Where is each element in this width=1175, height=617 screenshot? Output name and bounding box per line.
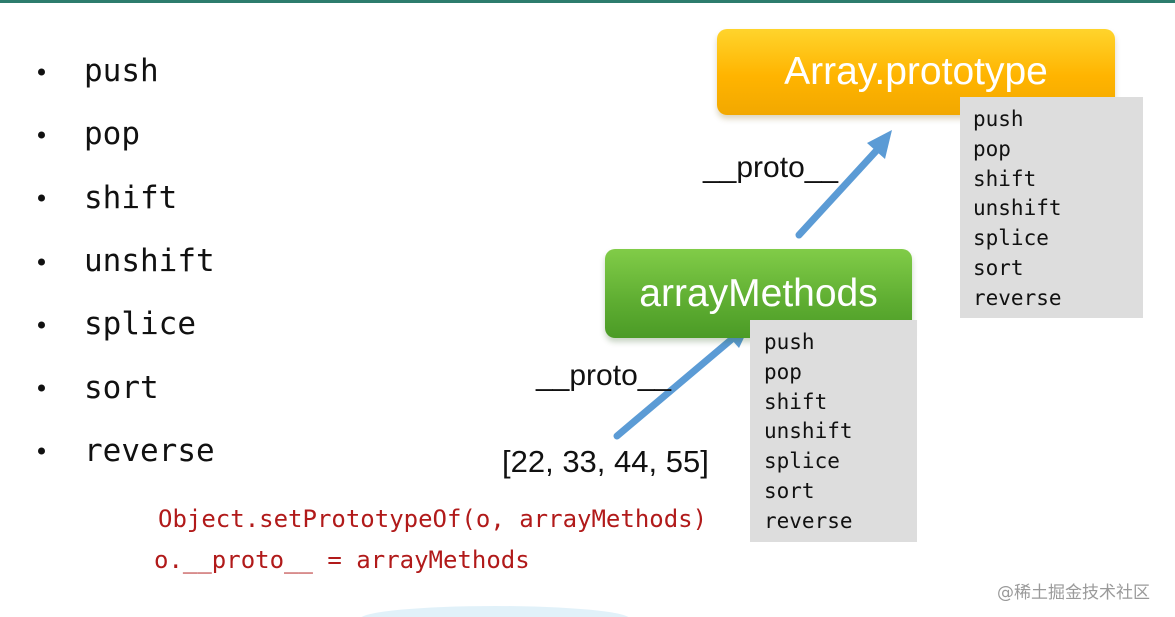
bullet-icon: [38, 258, 45, 266]
proto-assignment-code: o.__proto__ = arrayMethods: [154, 546, 530, 574]
prototype-method: reverse: [973, 285, 1062, 310]
prototype-method: unshift: [973, 196, 1062, 221]
bullet-icon: [38, 194, 45, 202]
method-list-label: sort: [84, 369, 159, 406]
array-method: splice: [764, 449, 840, 474]
prototype-method: splice: [973, 226, 1049, 251]
top-divider: [0, 0, 1175, 3]
method-list-item: sort: [34, 356, 215, 419]
array-method: push: [764, 330, 815, 354]
method-list-label: pop: [84, 116, 140, 153]
method-list-item: unshift: [34, 230, 215, 293]
method-list-label: push: [84, 53, 159, 90]
array-method: sort: [764, 478, 815, 503]
bullet-icon: [38, 384, 45, 392]
method-list-item: push: [34, 40, 215, 103]
method-list-item: splice: [34, 293, 215, 356]
bottom-decoration: [360, 606, 630, 617]
prototype-method: push: [973, 107, 1024, 131]
method-list-label: unshift: [84, 243, 215, 280]
bullet-icon: [38, 447, 45, 455]
array-literal-label: [22, 33, 44, 55]: [502, 444, 709, 479]
method-list-label: reverse: [84, 432, 215, 469]
method-list-label: splice: [84, 306, 196, 343]
method-list-label: shift: [84, 179, 178, 216]
prototype-method: sort: [973, 255, 1024, 280]
method-bullet-list: push pop shift unshift splice sort rever…: [34, 40, 215, 483]
watermark-text: @稀土掘金技术社区: [997, 583, 1150, 603]
upper-proto-label: __proto__: [703, 151, 839, 184]
set-prototype-code: Object.setPrototypeOf(o, arrayMethods): [158, 505, 708, 533]
lower-proto-label: __proto__: [536, 359, 672, 392]
upper-proto-arrowhead-icon: [867, 130, 892, 159]
method-list-item: pop: [34, 103, 215, 166]
array-method: reverse: [764, 508, 853, 533]
array-methods-panel: push pop shift unshift splice sort rever…: [750, 320, 917, 542]
method-list-item: reverse: [34, 420, 215, 483]
bullet-icon: [38, 68, 45, 76]
array-method: unshift: [764, 419, 853, 444]
bullet-icon: [38, 131, 45, 139]
array-prototype-methods-panel: push pop shift unshift splice sort rever…: [960, 97, 1143, 318]
array-method: shift: [764, 389, 828, 414]
prototype-method: shift: [973, 166, 1037, 191]
method-list-item: shift: [34, 167, 215, 230]
array-method: pop: [764, 359, 802, 384]
bullet-icon: [38, 321, 45, 329]
prototype-method: pop: [973, 136, 1011, 161]
